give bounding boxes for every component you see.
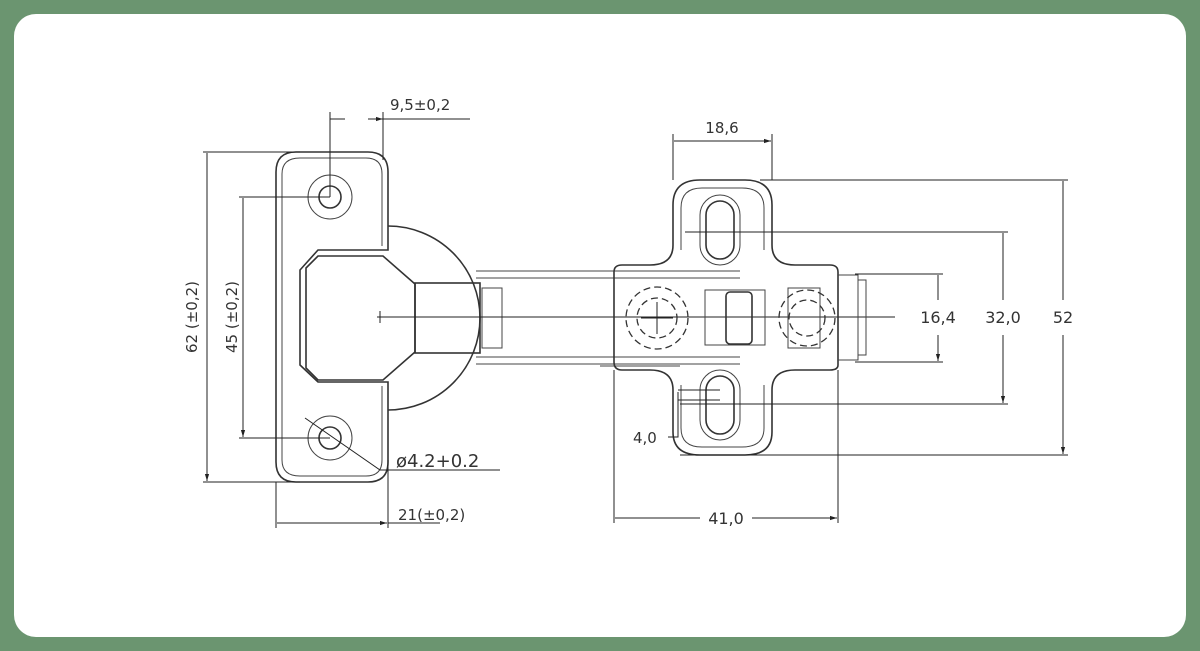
dim-slot-offset: 4,0 (633, 429, 657, 447)
dim-hole-diameter: ø4.2+0.2 (396, 451, 479, 472)
dim-plate-height: 62 (±0,2) (183, 281, 201, 353)
mounting-slot-top (705, 200, 735, 260)
mounting-slot-bottom (705, 375, 735, 435)
dim-hole-offset: 9,5±0,2 (390, 96, 450, 114)
dim-mount-height: 52 (1053, 308, 1073, 327)
hinge-cup-arc (387, 225, 481, 411)
hinge-arm (377, 270, 895, 367)
dim-mount-width: 41,0 (708, 509, 744, 528)
dim-mount-slot-width: 18,6 (705, 119, 738, 137)
dim-arm-width: 16,4 (920, 308, 956, 327)
drawing-card (14, 14, 1186, 637)
dim-hole-spacing: 45 (±0,2) (223, 281, 241, 353)
dim-plate-width: 21(±0,2) (398, 506, 465, 524)
dimension-lines (203, 112, 1068, 528)
adjustment-screw-right (778, 289, 836, 347)
dim-slot-spacing: 32,0 (985, 308, 1021, 327)
adjustment-screw-left (625, 286, 689, 350)
